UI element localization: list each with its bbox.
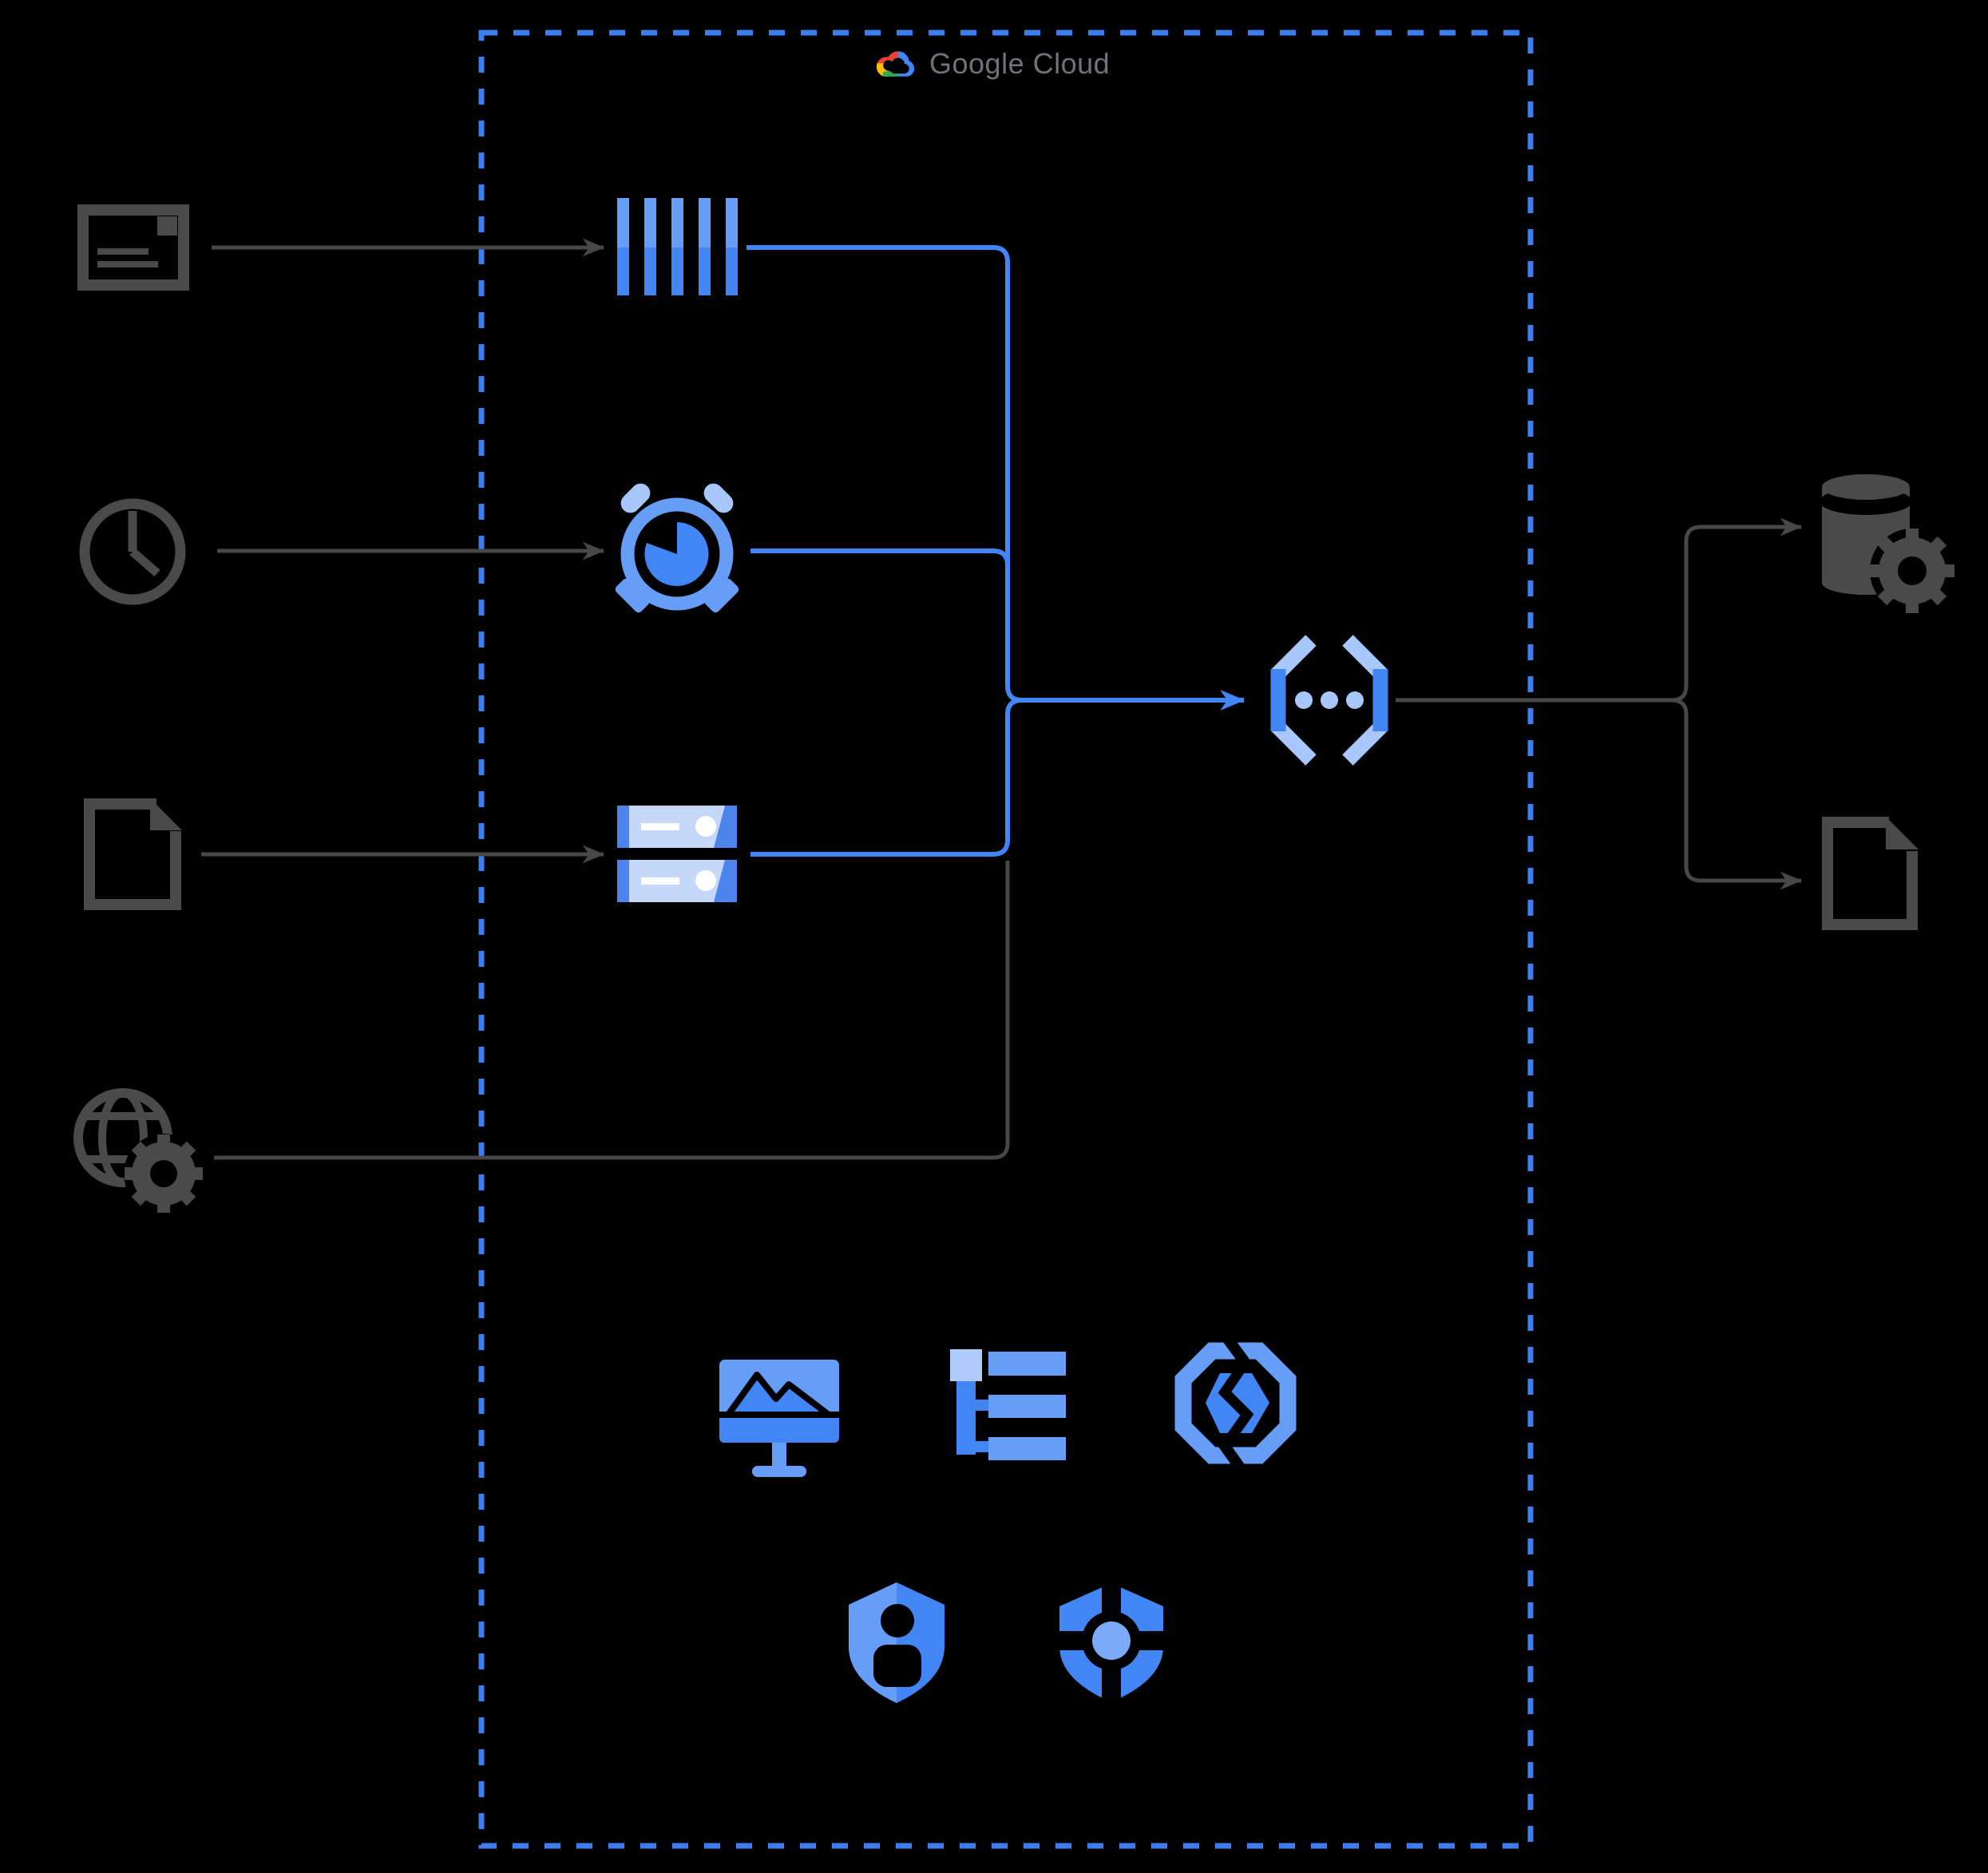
postcard-message-icon bbox=[77, 204, 189, 291]
connector-queue-to-functions bbox=[746, 245, 1245, 711]
gear-icon bbox=[1870, 529, 1954, 613]
gear-icon bbox=[125, 1134, 203, 1213]
error-octagon-icon bbox=[1174, 1334, 1297, 1471]
connector-server-merge bbox=[750, 698, 1030, 857]
server-unit-top bbox=[617, 806, 737, 848]
queue-bars-icon bbox=[617, 198, 738, 295]
connector-scheduler-merge bbox=[750, 548, 1010, 566]
connector-functions-to-document bbox=[1671, 698, 1803, 890]
database-gear-icon bbox=[1820, 474, 1954, 613]
document-icon-left bbox=[84, 798, 182, 910]
server-unit-bottom bbox=[617, 860, 737, 902]
monitoring-screen-icon bbox=[719, 1360, 839, 1477]
connector-globe-to-trunk bbox=[214, 861, 1010, 1160]
logs-list-icon bbox=[950, 1349, 1066, 1460]
document-icon-right bbox=[1822, 817, 1919, 930]
connector-functions-to-database bbox=[1396, 517, 1803, 703]
google-cloud-wordmark: Google Cloud bbox=[929, 47, 1111, 80]
server-rack-icon bbox=[617, 806, 737, 902]
clock-icon bbox=[79, 498, 186, 605]
shield-target-icon bbox=[1054, 1577, 1169, 1706]
connector-lines bbox=[201, 238, 1803, 1160]
alarm-clock-scheduler-icon bbox=[615, 483, 739, 613]
code-brackets-functions-icon bbox=[1270, 635, 1388, 766]
google-cloud-logo-icon bbox=[876, 51, 915, 77]
google-cloud-logo: Google Cloud bbox=[873, 46, 1110, 81]
globe-gear-icon bbox=[73, 1088, 204, 1214]
shield-person-icon bbox=[849, 1582, 944, 1703]
google-cloud-boundary-box bbox=[478, 30, 1534, 1849]
logo-inner-cloud bbox=[883, 57, 909, 74]
